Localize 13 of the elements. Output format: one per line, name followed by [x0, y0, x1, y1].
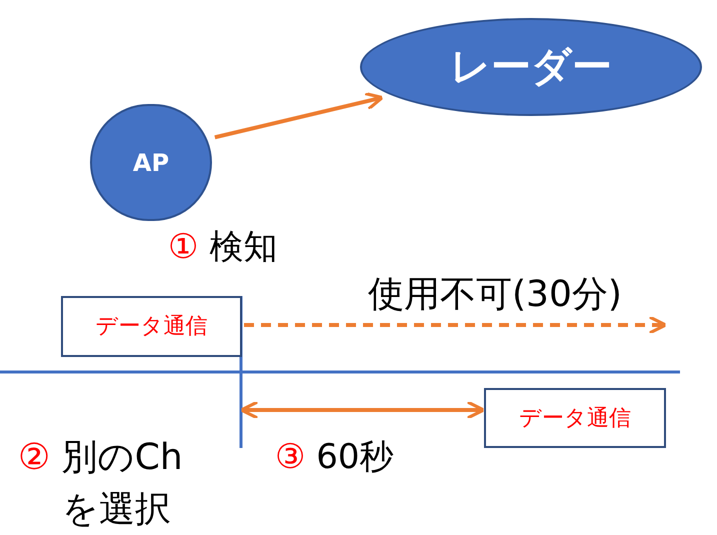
- node-label: AP: [132, 148, 170, 178]
- node-label: データ通信: [519, 404, 631, 432]
- step-label: ① 検知: [168, 226, 278, 269]
- step-label: ② 別のChを選択: [18, 436, 184, 532]
- node-label: データ通信: [96, 313, 208, 341]
- data-box: [484, 388, 666, 448]
- arrow: [240, 400, 486, 420]
- data-box: [61, 296, 242, 357]
- node-label: レーダー: [450, 43, 612, 92]
- status-label: 使用不可(30分): [368, 273, 623, 317]
- step-label: ③ 60秒: [275, 436, 395, 479]
- arrow: [214, 92, 384, 140]
- arrow: [244, 315, 668, 335]
